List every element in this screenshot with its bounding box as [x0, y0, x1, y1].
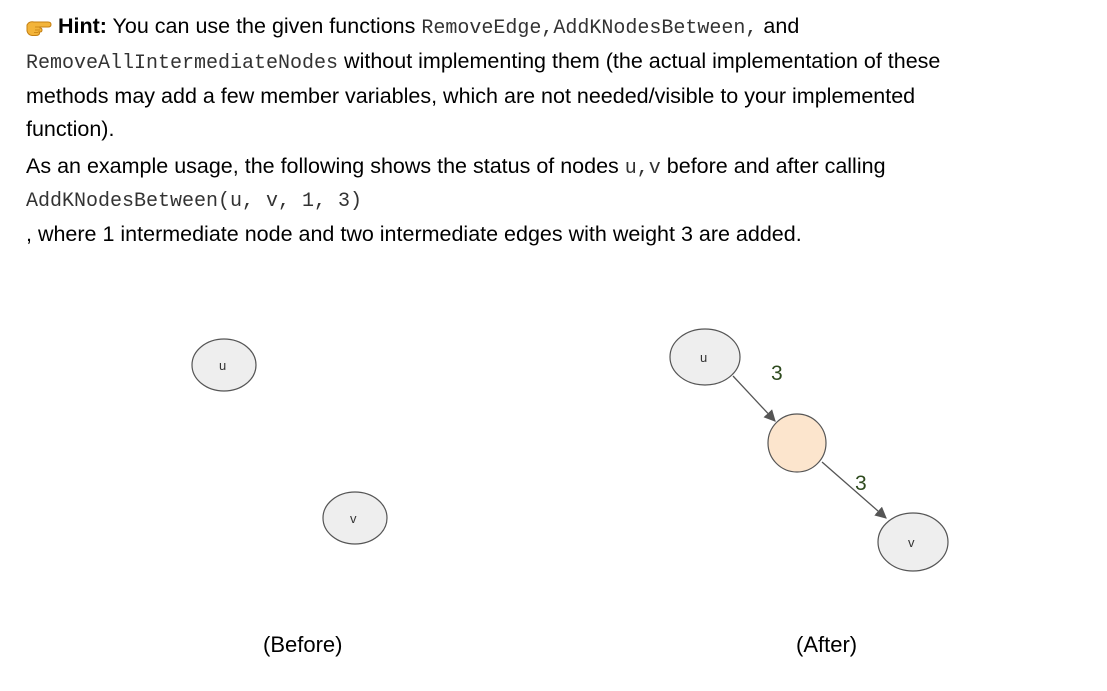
hint-text-block: Hint: You can use the given functions Re…	[26, 10, 1101, 251]
call-code: AddKNodesBetween(u, v, 1, 3)	[26, 190, 363, 213]
after-edge-1-weight: 3	[771, 362, 783, 385]
example-line1-text: As an example usage, the following shows…	[26, 154, 619, 178]
fn-add-k-nodes: AddKNodesBetween,	[553, 17, 758, 40]
pointing-hand-icon	[26, 21, 52, 36]
after-intermediate-node	[767, 413, 827, 473]
example-line1-post: before and after calling	[666, 154, 886, 178]
after-edge-2-weight: 3	[855, 472, 867, 495]
before-node-v-label: v	[350, 511, 357, 526]
after-graph: u v 3 3	[669, 328, 949, 572]
hint-line1-text: You can use the given functions	[112, 14, 416, 38]
fn-remove-edge: RemoveEdge,	[421, 17, 554, 40]
hint-label: Hint:	[58, 14, 107, 38]
hint-and-text: and	[763, 14, 800, 38]
before-graph: u v	[191, 338, 388, 545]
hint-line-3: methods may add a few member variables, …	[26, 84, 916, 108]
before-node-u: u	[191, 338, 257, 392]
after-node-u-label: u	[700, 350, 707, 365]
hint-line-4: function).	[26, 117, 115, 141]
before-caption: (Before)	[263, 632, 343, 657]
before-node-v: v	[322, 491, 388, 545]
example-paragraph: As an example usage, the following shows…	[26, 150, 1101, 251]
nodes-code: u,v	[624, 157, 661, 180]
hint-line-2: RemoveAllIntermediateNodes without imple…	[26, 45, 1101, 80]
hint-paragraph: Hint: You can use the given functions Re…	[26, 10, 1101, 146]
hint-line2-text: without implementing them (the actual im…	[344, 49, 941, 73]
fn-remove-all: RemoveAllIntermediateNodes	[26, 52, 339, 75]
after-node-v: v	[877, 512, 949, 572]
after-edge-2	[821, 461, 887, 519]
before-node-u-label: u	[219, 358, 226, 373]
after-edge-1	[732, 375, 776, 422]
after-caption: (After)	[796, 632, 858, 657]
after-node-u: u	[669, 328, 741, 386]
hint-line-1: Hint: You can use the given functions Re…	[26, 10, 1101, 45]
example-line-3: , where 1 intermediate node and two inte…	[26, 222, 802, 246]
example-line-1: As an example usage, the following shows…	[26, 150, 1101, 185]
after-node-v-label: v	[908, 535, 915, 550]
